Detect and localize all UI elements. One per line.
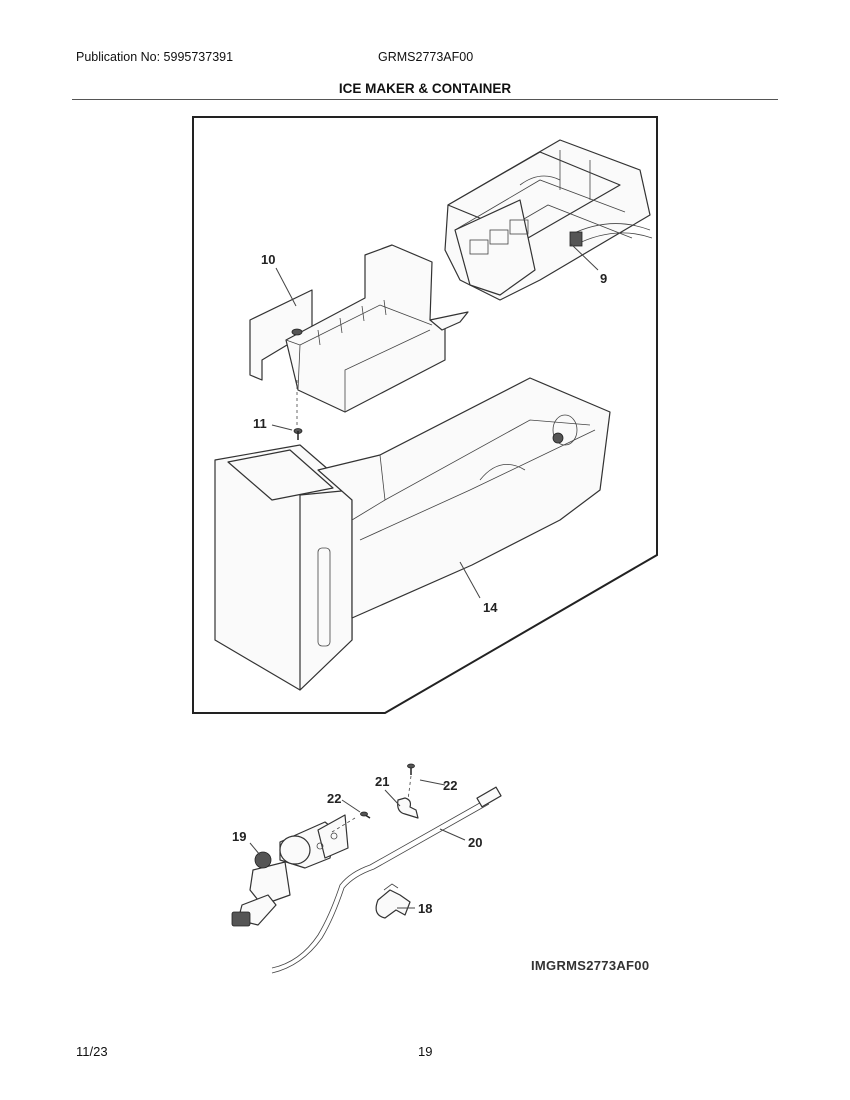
screw-part-22-upper bbox=[407, 763, 415, 801]
callout-9: 9 bbox=[600, 271, 607, 286]
diagram-frame bbox=[192, 116, 658, 714]
callout-20: 20 bbox=[468, 835, 482, 850]
header-rule bbox=[72, 99, 778, 100]
screw-part-22-lower bbox=[331, 811, 371, 833]
water-valve bbox=[231, 814, 349, 927]
image-code: IMGRMS2773AF00 bbox=[531, 958, 650, 973]
callout-18: 18 bbox=[418, 901, 432, 916]
page-title: ICE MAKER & CONTAINER bbox=[338, 81, 512, 96]
tube-clamp bbox=[397, 797, 419, 819]
callout-11: 11 bbox=[253, 416, 267, 431]
ice-container bbox=[214, 377, 611, 691]
footer-date: 11/23 bbox=[76, 1044, 108, 1059]
bucket-cover bbox=[249, 244, 469, 413]
tube-clip bbox=[375, 883, 411, 919]
publication-number: Publication No: 5995737391 bbox=[76, 50, 234, 64]
screw-part-11 bbox=[293, 380, 303, 440]
callout-10: 10 bbox=[261, 252, 275, 267]
callout-22-upper: 22 bbox=[443, 778, 457, 793]
callout-21: 21 bbox=[375, 774, 389, 789]
ice-maker-assembly bbox=[444, 139, 653, 301]
water-tube bbox=[271, 786, 502, 974]
leader-lines bbox=[249, 243, 599, 909]
callout-22-lower: 22 bbox=[327, 791, 341, 806]
model-number: GRMS2773AF00 bbox=[378, 50, 474, 64]
callout-19: 19 bbox=[232, 829, 246, 844]
footer-page-number: 19 bbox=[418, 1044, 433, 1059]
callout-14: 14 bbox=[483, 600, 498, 615]
